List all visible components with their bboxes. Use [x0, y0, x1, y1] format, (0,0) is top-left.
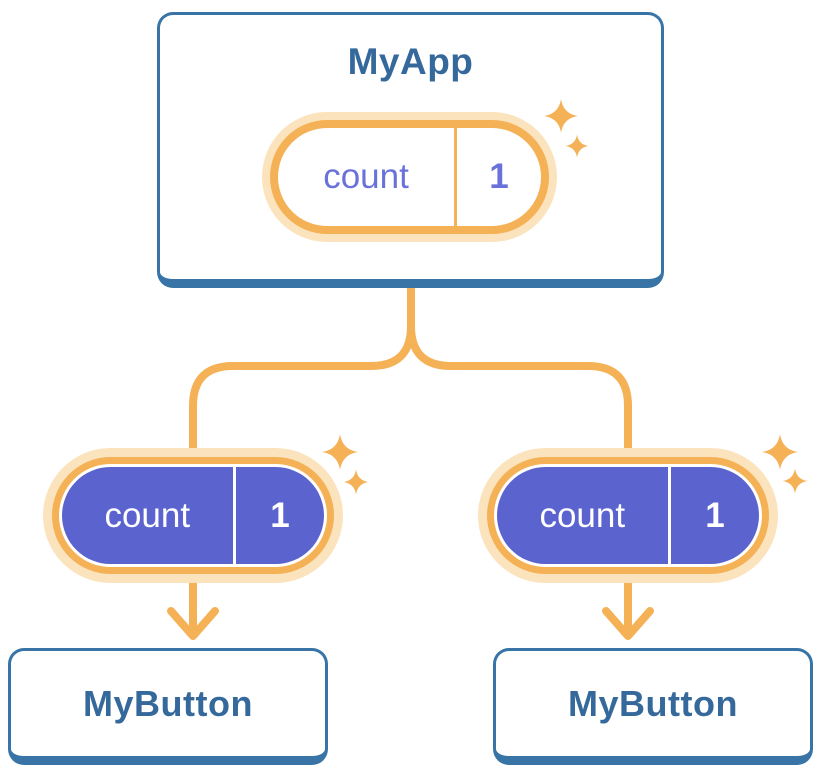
pill-divider: [454, 128, 457, 226]
mybutton-right-state-pill: count 1: [478, 448, 778, 583]
pill-body: count 1: [62, 467, 324, 564]
pill-divider: [667, 467, 671, 564]
component-label: MyApp: [347, 41, 474, 82]
arrow-down-icon: [602, 607, 654, 640]
state-name: count: [323, 157, 409, 196]
connector-left-branch: [189, 282, 415, 634]
pill-white-ring: count 1: [494, 464, 762, 567]
state-value: 1: [270, 495, 290, 535]
connector-right-branch: [407, 282, 632, 634]
mybutton-left-state-pill: count 1: [43, 448, 343, 583]
mybutton-left-card: MyButton: [8, 648, 328, 765]
component-label: MyButton: [83, 682, 253, 724]
pill-white-ring: count 1: [59, 464, 327, 567]
mybutton-right-card: MyButton: [493, 648, 813, 765]
state-value: 1: [489, 157, 509, 196]
pill-orange-ring: count 1: [52, 457, 334, 574]
arrow-down-icon: [167, 607, 219, 640]
state-name: count: [104, 495, 191, 535]
myapp-state-pill: count 1: [262, 112, 557, 242]
pill-divider: [232, 467, 236, 564]
pill-orange-ring: count 1: [270, 120, 549, 234]
component-label: MyButton: [568, 682, 738, 724]
state-name: count: [539, 495, 626, 535]
pill-orange-ring: count 1: [487, 457, 769, 574]
pill-body: count 1: [278, 128, 541, 226]
pill-body: count 1: [497, 467, 759, 564]
state-value: 1: [705, 495, 725, 535]
